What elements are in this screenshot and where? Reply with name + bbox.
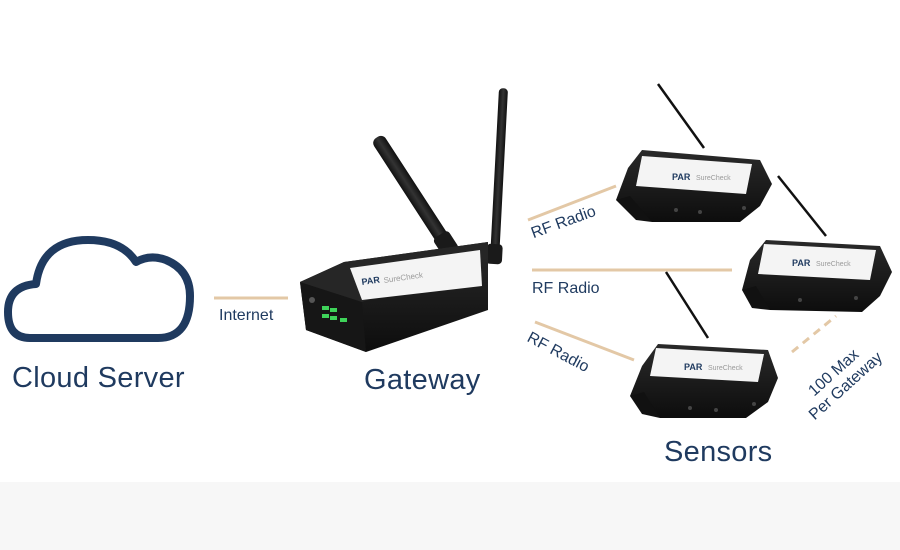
gateway-brand-text: PAR <box>361 274 381 287</box>
rf-radio-label-middle: RF Radio <box>532 280 600 297</box>
sensor-product-text: SureCheck <box>816 261 851 268</box>
sensor-device-icon: PAR SureCheck <box>742 175 892 312</box>
footer-band <box>0 482 900 550</box>
gateway-led <box>340 318 347 322</box>
cloud-icon <box>4 236 194 342</box>
sensor-product-text: SureCheck <box>708 365 743 372</box>
sensor-device-icon: PAR SureCheck <box>630 271 778 418</box>
sensor-brand-text: PAR <box>792 258 811 268</box>
sensor-brand-text: PAR <box>672 172 691 182</box>
gateway-led <box>330 316 337 320</box>
gateway-led <box>322 314 329 318</box>
rf-link-line-bottom <box>534 320 635 362</box>
sensor-product-text: SureCheck <box>696 175 731 182</box>
rf-link-line-top <box>527 184 617 222</box>
gateway-led <box>322 306 329 310</box>
cloud-server-label: Cloud Server <box>12 362 185 394</box>
gateway-led <box>330 308 337 312</box>
internet-link-label: Internet <box>219 307 274 324</box>
sensor-device-icon: PAR SureCheck <box>616 83 772 222</box>
capacity-dashed-line <box>791 314 837 354</box>
gateway-device-icon: PAR SureCheck <box>300 88 508 352</box>
sensor-brand-text: PAR <box>684 362 703 372</box>
sensors-label: Sensors <box>664 436 773 468</box>
gateway-label: Gateway <box>364 364 481 396</box>
